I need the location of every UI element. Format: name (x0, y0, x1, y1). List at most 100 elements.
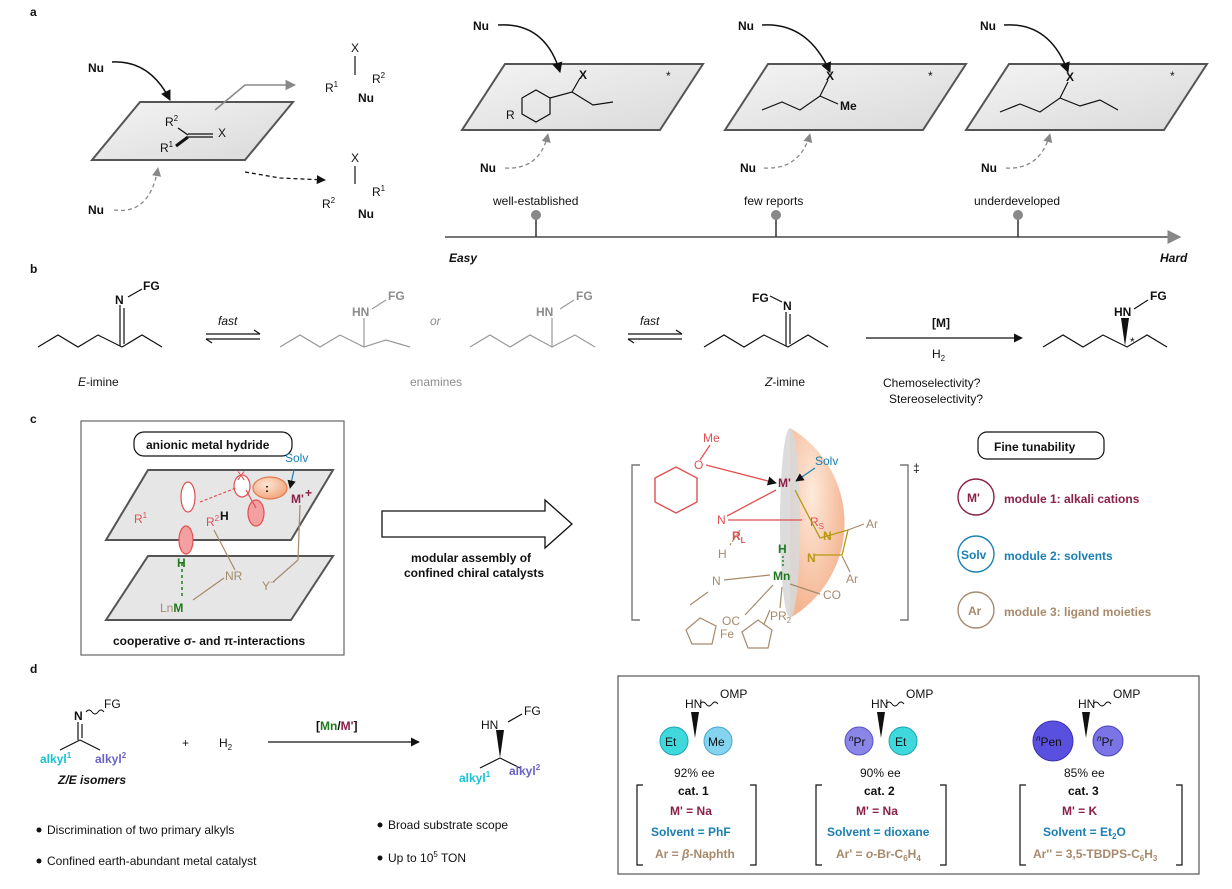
svg-text:OMP: OMP (906, 687, 933, 701)
c-transition-state: ‡ O Me N RS RL M' Solv N N Ar Ar H N H M… (631, 428, 920, 649)
svg-text:R1: R1 (325, 80, 339, 95)
c-hydride-box: anionic metal hydride : X R1 R2 H M' + S… (80, 420, 345, 656)
tunability-title: Fine tunability (994, 440, 1076, 454)
svg-text:OMP: OMP (720, 687, 747, 701)
svg-text:RL: RL (732, 529, 746, 545)
svg-text:H2: H2 (219, 736, 233, 752)
milestone-underdeveloped: underdeveloped (974, 194, 1060, 208)
svg-text:H2: H2 (932, 347, 946, 363)
svg-text:nPr: nPr (1097, 734, 1113, 749)
svg-text:92% ee: 92% ee (674, 766, 715, 780)
svg-text:*: * (666, 69, 671, 83)
panel-label-d: d (30, 662, 37, 676)
box-title: anionic metal hydride (146, 438, 270, 452)
svg-text:Et: Et (895, 735, 907, 749)
svg-text:+: + (182, 736, 189, 750)
b-enamines: HN FG or HN FG enamines (279, 289, 596, 389)
module-1-badge: M' (967, 491, 980, 505)
svg-text:90% ee: 90% ee (860, 766, 901, 780)
svg-text:N: N (712, 574, 721, 588)
panel-label-c: c (30, 412, 37, 426)
svg-text:cat. 3: cat. 3 (1068, 784, 1099, 798)
svg-text:Nu: Nu (480, 161, 496, 175)
svg-text:Chemoselectivity?: Chemoselectivity? (883, 376, 981, 390)
svg-text:Nu: Nu (473, 19, 489, 33)
svg-text:H: H (177, 556, 186, 570)
svg-text:R1: R1 (134, 511, 148, 526)
bullet-1: Discrimination of two primary alkyls (47, 823, 234, 837)
svg-text:nPr: nPr (849, 734, 865, 749)
svg-text:HN: HN (1078, 697, 1095, 711)
svg-text:‡: ‡ (913, 461, 920, 475)
svg-text:NR: NR (225, 569, 243, 583)
svg-text:Ar' = o-Br-C6H4: Ar' = o-Br-C6H4 (836, 847, 921, 863)
d-bullets: Discrimination of two primary alkyls Con… (36, 818, 508, 868)
svg-text:or: or (430, 314, 442, 328)
svg-text:Stereoselectivity?: Stereoselectivity? (889, 392, 983, 406)
d-products-box: HN OMP Et Me 92% ee cat. 1 M' = Na Solve… (617, 675, 1200, 875)
svg-text:R2: R2 (165, 114, 179, 129)
svg-text:Ar: Ar (866, 517, 878, 531)
svg-text:85% ee: 85% ee (1064, 766, 1105, 780)
svg-text:FG: FG (143, 279, 160, 293)
svg-text:R: R (506, 108, 515, 122)
svg-text:FG: FG (1150, 289, 1167, 303)
svg-text:E-imine: E-imine (78, 375, 119, 389)
svg-text:fast: fast (218, 314, 238, 328)
b-equilibrium-1: fast (205, 314, 261, 344)
module-1-label: module 1: alkali cations (1004, 492, 1140, 506)
axis-start-label: Easy (449, 251, 478, 265)
b-z-imine: N FG Z-imine (703, 291, 829, 389)
svg-text:*: * (928, 69, 933, 83)
svg-text:N: N (74, 709, 83, 723)
a-difficulty-axis: well-established few reports underdevelo… (445, 194, 1188, 265)
svg-text:N: N (717, 513, 726, 527)
d-reaction: N FG alkyl1 alkyl2 Z/E isomers + H2 [Mn/… (40, 697, 541, 787)
svg-text:X: X (579, 68, 587, 82)
a-nu-top: Nu (88, 61, 104, 75)
svg-text:FG: FG (524, 704, 541, 718)
b-hydrogenation-arrow: [M] H2 Chemoselectivity? Stereoselectivi… (866, 316, 1023, 406)
svg-text:X: X (218, 126, 226, 140)
svg-text:Nu: Nu (980, 19, 996, 33)
svg-text:Nu: Nu (740, 161, 756, 175)
svg-text:cooperative σ- and π-interacti: cooperative σ- and π-interactions (113, 634, 305, 648)
svg-text:alkyl2: alkyl2 (95, 751, 127, 766)
svg-text:Me: Me (703, 431, 720, 445)
svg-text:HN: HN (685, 697, 702, 711)
svg-text:modular assembly of: modular assembly of (411, 551, 532, 565)
svg-text:R2: R2 (322, 196, 336, 211)
svg-text:Nu: Nu (358, 207, 374, 221)
svg-text:[M]: [M] (932, 316, 950, 330)
svg-text:M' = Na: M' = Na (856, 804, 898, 818)
svg-text:alkyl1: alkyl1 (40, 751, 72, 766)
bullet-3: Broad substrate scope (388, 818, 508, 832)
module-2-badge: Solv (961, 548, 987, 562)
svg-text:FG: FG (388, 289, 405, 303)
svg-text::: : (265, 481, 269, 495)
svg-text:+: + (305, 486, 312, 500)
svg-text:N: N (115, 293, 124, 307)
svg-text:HN: HN (352, 305, 369, 319)
svg-text:OC: OC (722, 614, 740, 628)
svg-text:H: H (718, 547, 727, 561)
svg-text:H: H (220, 509, 229, 523)
c-modular-arrow: modular assembly of confined chiral cata… (381, 498, 573, 580)
product-3: HN OMP nPen nPr 85% ee cat. 3 M' = K Sol… (1019, 687, 1183, 866)
c-fine-tunability: Fine tunability M' module 1: alkali cati… (957, 431, 1152, 629)
svg-text:M': M' (291, 492, 304, 506)
panel-label-a: a (30, 5, 37, 19)
product-2: HN OMP nPr Et 90% ee cat. 2 M' = Na Solv… (815, 687, 947, 866)
svg-text:N: N (823, 529, 832, 543)
svg-text:Et: Et (665, 735, 677, 749)
svg-text:[Mn/M']: [Mn/M'] (316, 719, 358, 733)
svg-text:R2: R2 (206, 514, 220, 529)
module-3-badge: Ar (968, 604, 982, 618)
svg-text:cat. 1: cat. 1 (678, 784, 709, 798)
svg-text:LnM: LnM (160, 601, 183, 615)
svg-text:HN: HN (1114, 305, 1131, 319)
svg-text:Y−: Y− (262, 577, 275, 593)
svg-text:O: O (694, 458, 703, 472)
svg-text:*: * (1170, 69, 1175, 83)
svg-text:Fe: Fe (720, 627, 734, 641)
